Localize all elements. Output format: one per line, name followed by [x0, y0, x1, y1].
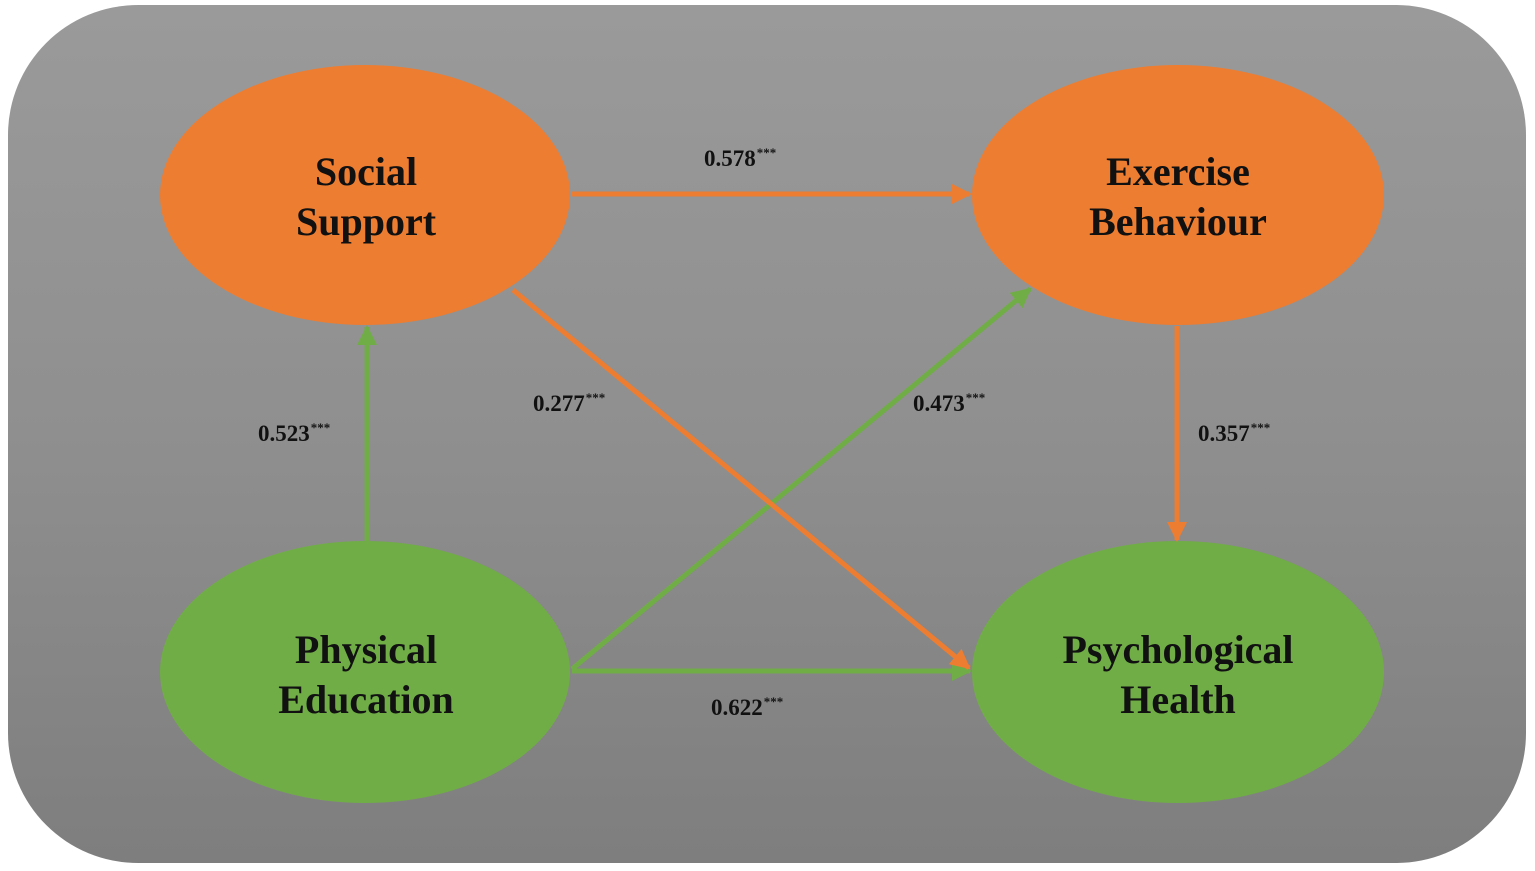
significance-stars: *** — [965, 390, 986, 405]
coef-physical-education-to-exercise-behaviour: 0.473*** — [913, 390, 985, 417]
significance-stars: *** — [763, 694, 784, 709]
node-label-psychological-health: Psychological Health — [1062, 625, 1293, 725]
coef-value: 0.523 — [258, 421, 310, 446]
node-label-line: Behaviour — [1089, 199, 1267, 244]
node-label-physical-education: Physical Education — [278, 625, 454, 725]
node-label-line: Education — [278, 677, 454, 722]
coef-social-support-to-exercise-behaviour: 0.578*** — [704, 145, 776, 172]
node-exercise-behaviour — [972, 65, 1384, 325]
coef-value: 0.622 — [711, 695, 763, 720]
coef-value: 0.473 — [913, 391, 965, 416]
node-label-exercise-behaviour: Exercise Behaviour — [1089, 147, 1267, 247]
significance-stars: *** — [1250, 420, 1271, 435]
coef-exercise-behaviour-to-psychological-health: 0.357*** — [1198, 420, 1270, 447]
node-label-line: Support — [295, 199, 437, 244]
edge-social-support-to-psychological-health — [511, 288, 971, 670]
coef-physical-education-to-social-support: 0.523*** — [258, 420, 330, 447]
node-label-line: Exercise — [1106, 149, 1250, 194]
coef-value: 0.578 — [704, 146, 756, 171]
node-label-line: Social — [314, 149, 418, 194]
significance-stars: *** — [756, 145, 777, 160]
coef-physical-education-to-psychological-health: 0.622*** — [711, 694, 783, 721]
node-physical-education — [160, 541, 570, 803]
node-label-social-support: Social Support — [296, 147, 436, 247]
node-social-support — [160, 65, 570, 325]
edge-physical-education-to-exercise-behaviour — [570, 287, 1032, 671]
node-label-line: Health — [1120, 677, 1236, 722]
node-label-line: Psychological — [1062, 627, 1294, 672]
coef-value: 0.357 — [1198, 421, 1250, 446]
significance-stars: *** — [585, 390, 606, 405]
coef-value: 0.277 — [533, 391, 585, 416]
node-psychological-health — [972, 541, 1384, 803]
significance-stars: *** — [310, 420, 331, 435]
coef-social-support-to-psychological-health: 0.277*** — [533, 390, 605, 417]
node-label-line: Physical — [294, 627, 438, 672]
